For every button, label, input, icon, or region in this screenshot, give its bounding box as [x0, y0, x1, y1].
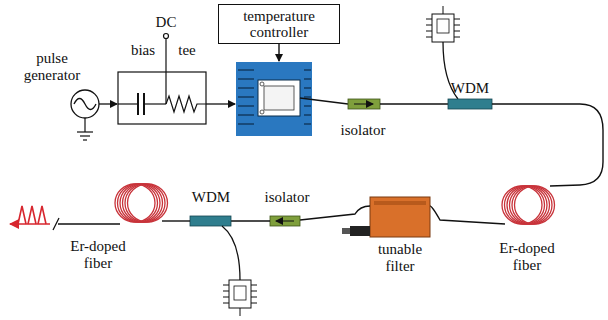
pin — [223, 303, 229, 304]
coil-turn — [502, 186, 542, 224]
fin — [304, 123, 311, 124]
fin — [238, 105, 254, 106]
fiber-coil — [115, 184, 168, 222]
pin — [454, 25, 460, 26]
component-label: Er-doped fiber — [62, 238, 134, 272]
fin — [304, 78, 311, 79]
output-pulses — [10, 206, 120, 230]
pump-diode — [162, 216, 257, 316]
component-label: pulse generator — [13, 50, 91, 84]
pin — [223, 297, 229, 298]
node-text: temperature controller — [229, 8, 329, 40]
coil-turn — [125, 184, 165, 222]
component-label: isolator — [323, 122, 403, 139]
isolator-symbol — [231, 216, 300, 226]
pin — [223, 285, 229, 286]
pin — [426, 25, 432, 26]
node-label: temperature controller — [229, 8, 329, 40]
fin — [238, 114, 254, 115]
fin — [238, 87, 254, 88]
controller-box: temperature controller — [218, 4, 340, 44]
pin — [223, 291, 229, 292]
laser-mount — [236, 44, 348, 136]
fin — [238, 123, 254, 124]
fin — [304, 114, 311, 115]
pin — [454, 31, 460, 32]
component-label: tee — [162, 42, 212, 59]
pin — [251, 291, 257, 292]
component-label: WDM — [181, 189, 241, 206]
coil-turn — [510, 186, 550, 224]
fin — [238, 96, 254, 97]
tunable-filter — [300, 197, 505, 237]
coil-turn — [123, 184, 163, 222]
coil-turn — [512, 186, 552, 224]
fiber-coil — [502, 186, 555, 224]
coil-turn — [118, 184, 158, 222]
pin — [251, 297, 257, 298]
pin — [251, 303, 257, 304]
coil-turn — [115, 184, 155, 222]
fin — [238, 78, 254, 79]
pulse-generator — [71, 90, 117, 140]
fin — [304, 87, 311, 88]
pin — [426, 19, 432, 20]
component-label: DC — [146, 14, 186, 31]
fin — [304, 105, 311, 106]
coil-turn — [507, 186, 547, 224]
component-label: WDM — [440, 80, 500, 97]
fin — [238, 69, 254, 70]
fin — [304, 69, 311, 70]
component-label: tunable filter — [368, 241, 432, 275]
coil-turn — [128, 184, 168, 222]
coil-turn — [120, 184, 160, 222]
isolator-symbol — [348, 99, 448, 109]
pin — [426, 37, 432, 38]
fin — [304, 96, 311, 97]
pin — [251, 285, 257, 286]
pump-diode — [426, 6, 603, 186]
component-label: Er-doped fiber — [491, 240, 563, 274]
component-label: bias — [113, 42, 173, 59]
pin — [426, 31, 432, 32]
pin — [454, 37, 460, 38]
coil-turn — [515, 186, 555, 224]
pin — [454, 19, 460, 20]
component-label: isolator — [247, 189, 327, 206]
coil-turn — [505, 186, 545, 224]
